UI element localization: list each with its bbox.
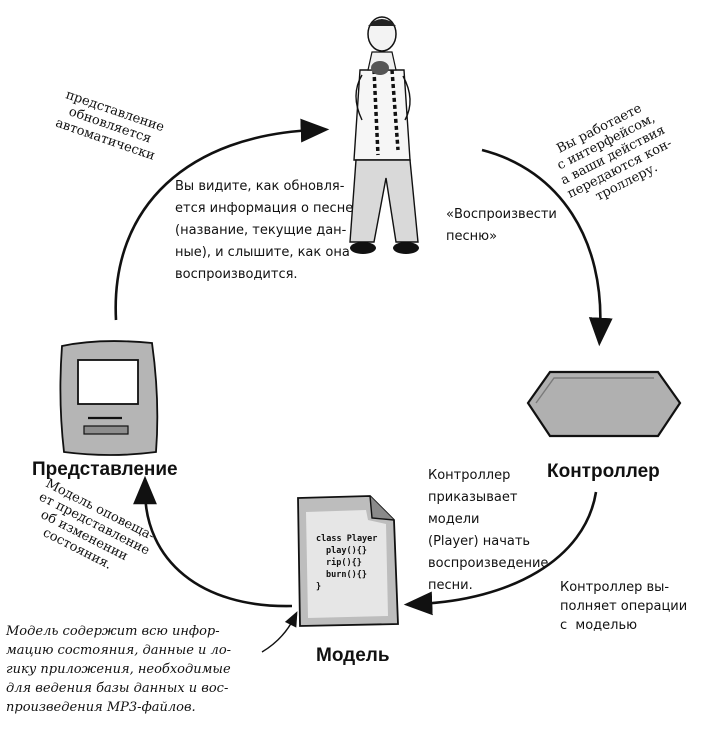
document-icon [297,495,399,627]
note-play-song: «Воспроизвести песню» [446,207,557,244]
code-line: rip(){} [326,558,362,568]
arrow-view-to-user [114,118,330,321]
arrow-model-to-view [133,475,293,608]
arrow-user-to-controller [481,148,613,347]
note-model-contains: Модель содержит всю инфор- мацию состоян… [6,624,232,715]
code-listing: class Player play(){} rip(){} burn(){} } [316,533,386,593]
code-line: burn(){} [326,570,367,580]
code-line: class Player [316,534,378,544]
monitor-icon [59,340,159,456]
note-controller-ops: Контроллер вы- полняет операции с модель… [560,580,688,633]
label-view: Представление [32,459,178,480]
label-controller: Контроллер [547,461,660,482]
note-controller-orders: Контроллер приказывает модели (Player) н… [428,468,549,593]
code-line: play(){} [326,546,367,556]
arrow-note-to-model [261,611,298,653]
label-model: Модель [316,645,390,666]
note-you-see: Вы видите, как обновля- ется информация … [175,179,354,282]
controller-icon [526,370,682,438]
code-line: } [316,582,322,592]
arrow-controller-to-model [403,491,598,616]
person-icon [349,16,419,254]
